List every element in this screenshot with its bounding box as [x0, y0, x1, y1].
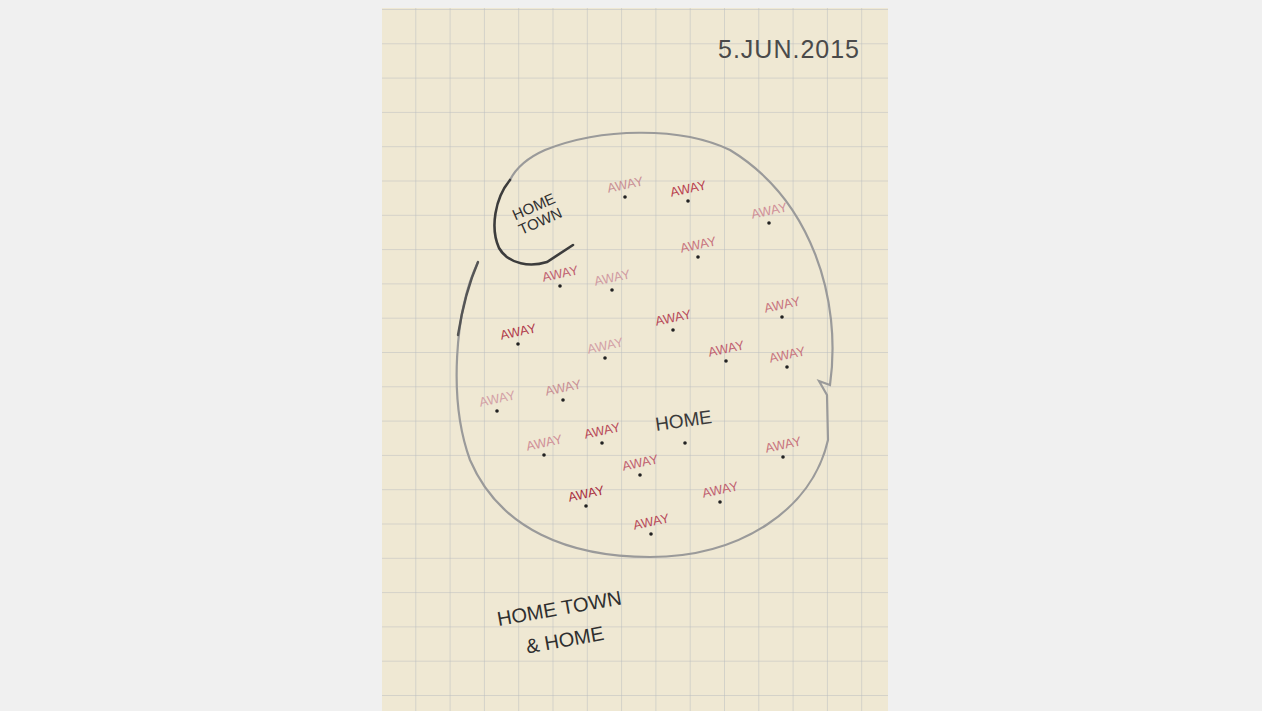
- place-dot: [610, 288, 614, 292]
- place-dot: [623, 195, 627, 199]
- place-dot: [600, 441, 604, 445]
- place-dot: [724, 359, 728, 363]
- place-dot: [561, 398, 565, 402]
- place-dot: [718, 500, 722, 504]
- place-dots: [495, 195, 789, 536]
- place-dot: [686, 199, 690, 203]
- place-dot: [584, 504, 588, 508]
- place-dot: [696, 255, 700, 259]
- grid-lines: [382, 8, 888, 711]
- place-dot: [516, 342, 520, 346]
- place-dot: [603, 356, 607, 360]
- hometown-border: [495, 180, 573, 264]
- place-dot: [683, 441, 687, 445]
- region-outline-dark: [458, 262, 478, 335]
- place-dot: [558, 284, 562, 288]
- region-outline: [457, 133, 833, 557]
- place-dot: [649, 532, 653, 536]
- place-dot: [780, 315, 784, 319]
- region-name: HOME TOWN: [507, 189, 567, 239]
- place-dot: [542, 453, 546, 457]
- paper-sheet: [382, 8, 888, 711]
- place-dot: [671, 328, 675, 332]
- place-dot: [767, 221, 771, 225]
- date-note: 5.JUN.2015: [718, 37, 860, 62]
- place-dot: [638, 473, 642, 477]
- place-dot: [781, 455, 785, 459]
- place-dot: [785, 365, 789, 369]
- place-dot: [495, 409, 499, 413]
- hometown-region: HOME TOWN: [485, 170, 585, 270]
